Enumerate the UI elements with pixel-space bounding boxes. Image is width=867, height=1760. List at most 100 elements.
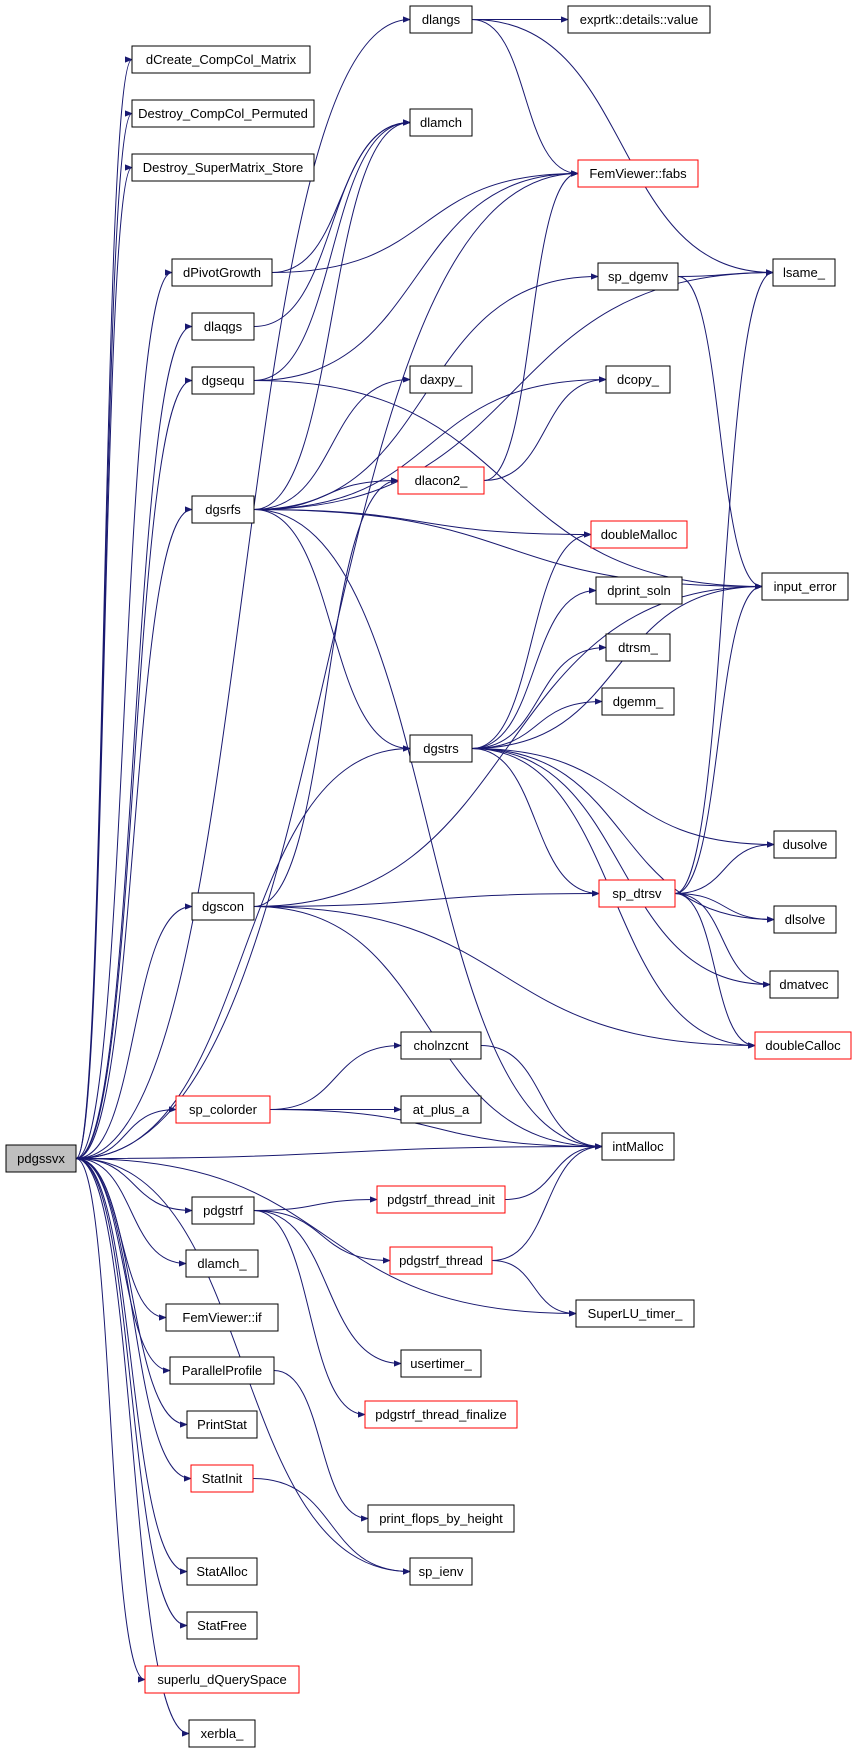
node-box: [191, 892, 255, 921]
edge-pdgssvx-to-intmalloc: [75, 1143, 603, 1159]
node-label: usertimer_: [410, 1356, 472, 1371]
node-dmatvec[interactable]: dmatvec: [769, 970, 839, 999]
node-statfree[interactable]: StatFree: [186, 1611, 258, 1640]
edge-dlangs-to-lsame: [471, 19, 774, 276]
node-doublecalloc[interactable]: doubleCalloc: [754, 1031, 852, 1060]
edge-dgstrs-to-dusolve: [471, 748, 775, 848]
node-femviewer-if[interactable]: FemViewer::if: [165, 1303, 279, 1332]
edge-pdgssvx-to-femviewer-fabs: [75, 170, 579, 1159]
node-label: StatInit: [202, 1471, 243, 1486]
edge-dgscon-to-dlacon2: [253, 477, 399, 907]
edge-pdgssvx-to-dlangs: [75, 16, 411, 1159]
node-label: lsame_: [783, 265, 826, 280]
node-superlu-timer[interactable]: SuperLU_timer_: [575, 1299, 695, 1328]
node-superlu-dqueryspace[interactable]: superlu_dQuerySpace: [144, 1665, 300, 1694]
node-box: [5, 1144, 77, 1173]
node-sp-ienv[interactable]: sp_ienv: [409, 1557, 473, 1586]
node-dcreate-compcol-matrix[interactable]: dCreate_CompCol_Matrix: [131, 45, 311, 74]
node-box: [409, 365, 473, 394]
node-box: [605, 365, 671, 394]
node-destroy-compcol-permuted[interactable]: Destroy_CompCol_Permuted: [131, 99, 315, 128]
node-dgemm[interactable]: dgemm_: [601, 687, 675, 716]
node-dgstrs[interactable]: dgstrs: [409, 734, 473, 763]
edge-pdgssvx-to-destroy-supermatrix-store: [75, 164, 133, 1159]
node-pdgstrf-thread-init[interactable]: pdgstrf_thread_init: [376, 1185, 506, 1214]
node-sp-dgemv[interactable]: sp_dgemv: [597, 262, 679, 291]
node-statalloc[interactable]: StatAlloc: [186, 1557, 258, 1586]
node-dprint-soln[interactable]: dprint_soln: [595, 576, 683, 605]
edge-dlangs-to-femviewer-fabs: [471, 19, 579, 177]
node-usertimer[interactable]: usertimer_: [400, 1349, 482, 1378]
node-box: [575, 1299, 695, 1328]
node-label: pdgstrf_thread_finalize: [375, 1407, 507, 1422]
node-statinit[interactable]: StatInit: [190, 1464, 254, 1493]
node-label: FemViewer::if: [182, 1310, 262, 1325]
edge-dgscon-to-intmalloc: [253, 906, 603, 1150]
node-label: sp_ienv: [419, 1564, 464, 1579]
node-intmalloc[interactable]: intMalloc: [601, 1132, 675, 1161]
node-cholnzcnt[interactable]: cholnzcnt: [400, 1031, 482, 1060]
node-label: dgsrfs: [205, 502, 241, 517]
node-dlamch[interactable]: dlamch_: [185, 1249, 259, 1278]
node-parallelprofile[interactable]: ParallelProfile: [169, 1356, 275, 1385]
node-label: pdgstrf_thread_init: [387, 1192, 495, 1207]
node-daxpy[interactable]: daxpy_: [409, 365, 473, 394]
node-doublemalloc[interactable]: doubleMalloc: [590, 520, 688, 549]
node-destroy-supermatrix-store[interactable]: Destroy_SuperMatrix_Store: [131, 153, 315, 182]
edge-dgstrs-to-doublemalloc: [471, 531, 592, 749]
node-print-flops-by-height[interactable]: print_flops_by_height: [367, 1504, 515, 1533]
edge-dgstrs-to-input-error: [471, 583, 763, 749]
edge-dgsrfs-to-intmalloc: [253, 509, 603, 1150]
node-printstat[interactable]: PrintStat: [186, 1410, 258, 1439]
node-dtrsm[interactable]: dtrsm_: [605, 633, 671, 662]
node-box: [171, 258, 273, 287]
edge-sp-dtrsv-to-doublecalloc: [674, 893, 756, 1049]
node-dlangs[interactable]: dlangs: [409, 5, 473, 34]
node-box: [191, 366, 255, 395]
node-box: [577, 159, 699, 188]
node-pdgstrf-thread-finalize[interactable]: pdgstrf_thread_finalize: [364, 1400, 518, 1429]
edge-sp-dtrsv-to-dmatvec: [674, 893, 771, 988]
node-dpivotgrowth[interactable]: dPivotGrowth: [171, 258, 273, 287]
node-dusolve[interactable]: dusolve: [773, 830, 837, 859]
node-dcopy[interactable]: dcopy_: [605, 365, 671, 394]
node-femviewer-fabs[interactable]: FemViewer::fabs: [577, 159, 699, 188]
node-box: [409, 108, 473, 137]
node-exprtk-value[interactable]: exprtk::details::value: [567, 5, 711, 34]
node-pdgstrf-thread[interactable]: pdgstrf_thread: [389, 1246, 493, 1275]
node-box: [188, 1719, 256, 1748]
edge-pdgssvx-to-dlamch: [75, 1158, 187, 1267]
node-xerbla[interactable]: xerbla_: [188, 1719, 256, 1748]
node-at-plus-a[interactable]: at_plus_a: [400, 1095, 482, 1124]
node-dgsrfs[interactable]: dgsrfs: [191, 495, 255, 524]
edge-dlacon2-to-dcopy: [483, 376, 607, 481]
node-dlamch[interactable]: dlamch: [409, 108, 473, 137]
edge-pdgssvx-to-sp-colorder: [75, 1106, 177, 1159]
node-dlacon2[interactable]: dlacon2_: [397, 466, 485, 495]
node-box: [761, 572, 849, 601]
node-sp-dtrsv[interactable]: sp_dtrsv: [598, 879, 676, 908]
node-dgsequ[interactable]: dgsequ: [191, 366, 255, 395]
node-dgscon[interactable]: dgscon: [191, 892, 255, 921]
node-box: [773, 905, 837, 934]
node-label: dcopy_: [617, 372, 660, 387]
node-pdgssvx[interactable]: pdgssvx: [5, 1144, 77, 1173]
node-box: [190, 1464, 254, 1493]
node-box: [186, 1410, 258, 1439]
node-dlaqgs[interactable]: dlaqgs: [191, 312, 255, 341]
node-box: [601, 687, 675, 716]
node-box: [376, 1185, 506, 1214]
node-pdgstrf[interactable]: pdgstrf: [191, 1196, 255, 1225]
node-label: input_error: [774, 579, 838, 594]
node-label: at_plus_a: [413, 1102, 470, 1117]
node-lsame[interactable]: lsame_: [772, 258, 836, 287]
node-box: [605, 633, 671, 662]
edge-sp-dtrsv-to-input-error: [674, 583, 763, 894]
node-label: sp_dgemv: [608, 269, 668, 284]
node-sp-colorder[interactable]: sp_colorder: [175, 1095, 271, 1124]
node-dlsolve[interactable]: dlsolve: [773, 905, 837, 934]
node-input-error[interactable]: input_error: [761, 572, 849, 601]
node-box: [165, 1303, 279, 1332]
node-box: [590, 520, 688, 549]
